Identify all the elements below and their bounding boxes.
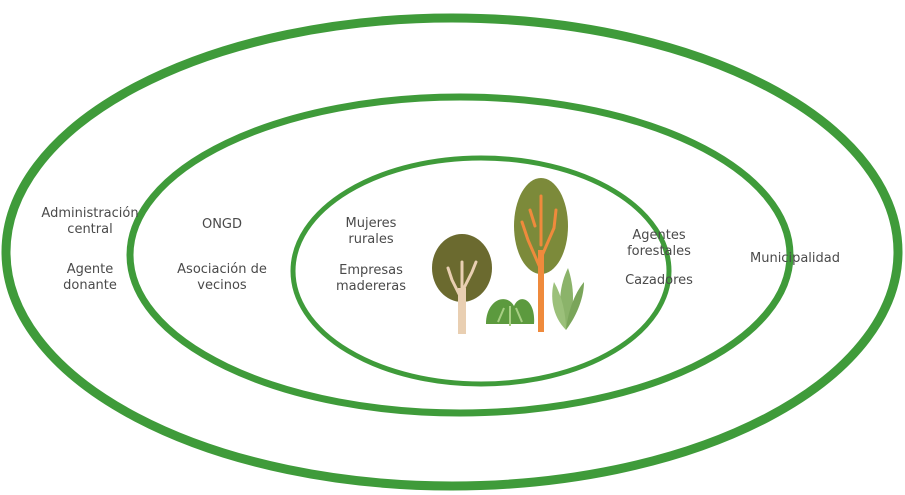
label-mujeres-rurales: Mujeres rurales xyxy=(345,216,397,247)
label-agentes-forestales: Agentes forestales xyxy=(627,228,691,259)
label-cazadores: Cazadores xyxy=(625,273,693,288)
middle-ring xyxy=(126,93,794,417)
inner-ring xyxy=(290,155,672,387)
tall-tree-icon xyxy=(514,178,568,332)
label-empresas-madereras: Empresas madereras xyxy=(335,263,407,294)
label-municipalidad: Municipalidad xyxy=(750,251,840,266)
label-agente-donante: Agente donante xyxy=(63,262,117,293)
label-asociacion-de-vecinos: Asociación de vecinos xyxy=(177,262,267,293)
outer-ring xyxy=(1,13,903,491)
round-tree-icon xyxy=(432,234,492,334)
shrub-icon xyxy=(486,299,535,326)
label-ongd: ONGD xyxy=(201,217,243,232)
label-administracion-central: Administración central xyxy=(41,206,139,237)
leafy-plant-icon xyxy=(552,268,584,330)
trees-illustration xyxy=(432,178,584,334)
